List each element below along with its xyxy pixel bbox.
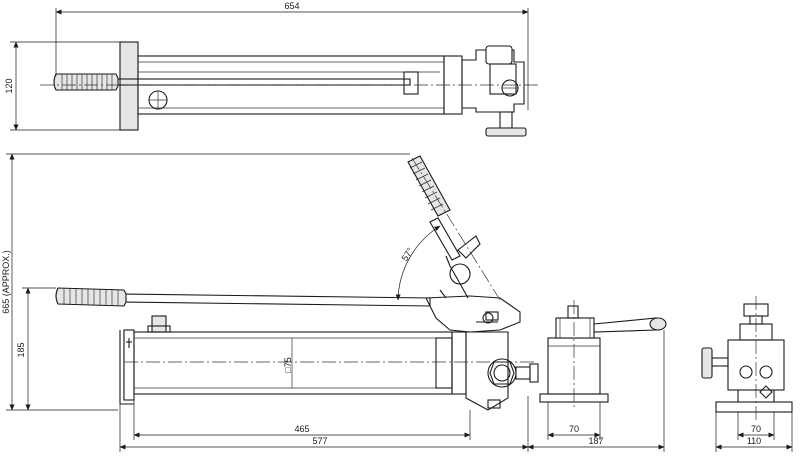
reservoir-tube xyxy=(133,331,453,395)
dim-top-height: 120 xyxy=(4,78,14,93)
dim-top-length: 654 xyxy=(284,1,299,11)
angle-arc xyxy=(395,225,441,301)
dim-tube-diameter: □75 xyxy=(283,357,293,372)
dim-end-total: 110 xyxy=(747,436,761,446)
valve-handle-knob xyxy=(649,317,667,331)
reservoir-end-plate xyxy=(119,41,139,131)
filler-cap xyxy=(151,315,167,333)
valve-view: 70 187 xyxy=(527,300,667,452)
hand-grip xyxy=(55,287,127,307)
dim-base-height: 185 xyxy=(16,342,26,357)
pump-body xyxy=(465,331,509,411)
dim-lever-angle: 57° xyxy=(400,246,416,263)
lever-bar-top xyxy=(109,78,411,86)
release-knob-top xyxy=(485,127,527,137)
dim-valve-width: 70 xyxy=(569,424,579,434)
dim-tube-length: 465 xyxy=(294,424,309,434)
raised-lever xyxy=(407,155,501,301)
top-view: 654 120 xyxy=(4,1,540,137)
valve-handle xyxy=(593,317,657,333)
dim-valve-total: 187 xyxy=(588,436,603,446)
end-base-plate xyxy=(715,401,793,413)
valve-top-block xyxy=(555,317,595,339)
end-view: 70 110 xyxy=(701,296,793,452)
lever-clevis xyxy=(425,295,521,333)
dim-end-width: 70 xyxy=(751,424,761,434)
hand-grip-top xyxy=(53,73,119,91)
dim-base-length: 577 xyxy=(312,436,327,446)
pressure-port xyxy=(487,358,517,388)
lever-bar xyxy=(119,293,431,307)
side-view: □75 xyxy=(1,153,539,452)
dim-overall-height: 665 (APPROX.) xyxy=(1,250,11,314)
end-side-knob xyxy=(701,347,713,379)
